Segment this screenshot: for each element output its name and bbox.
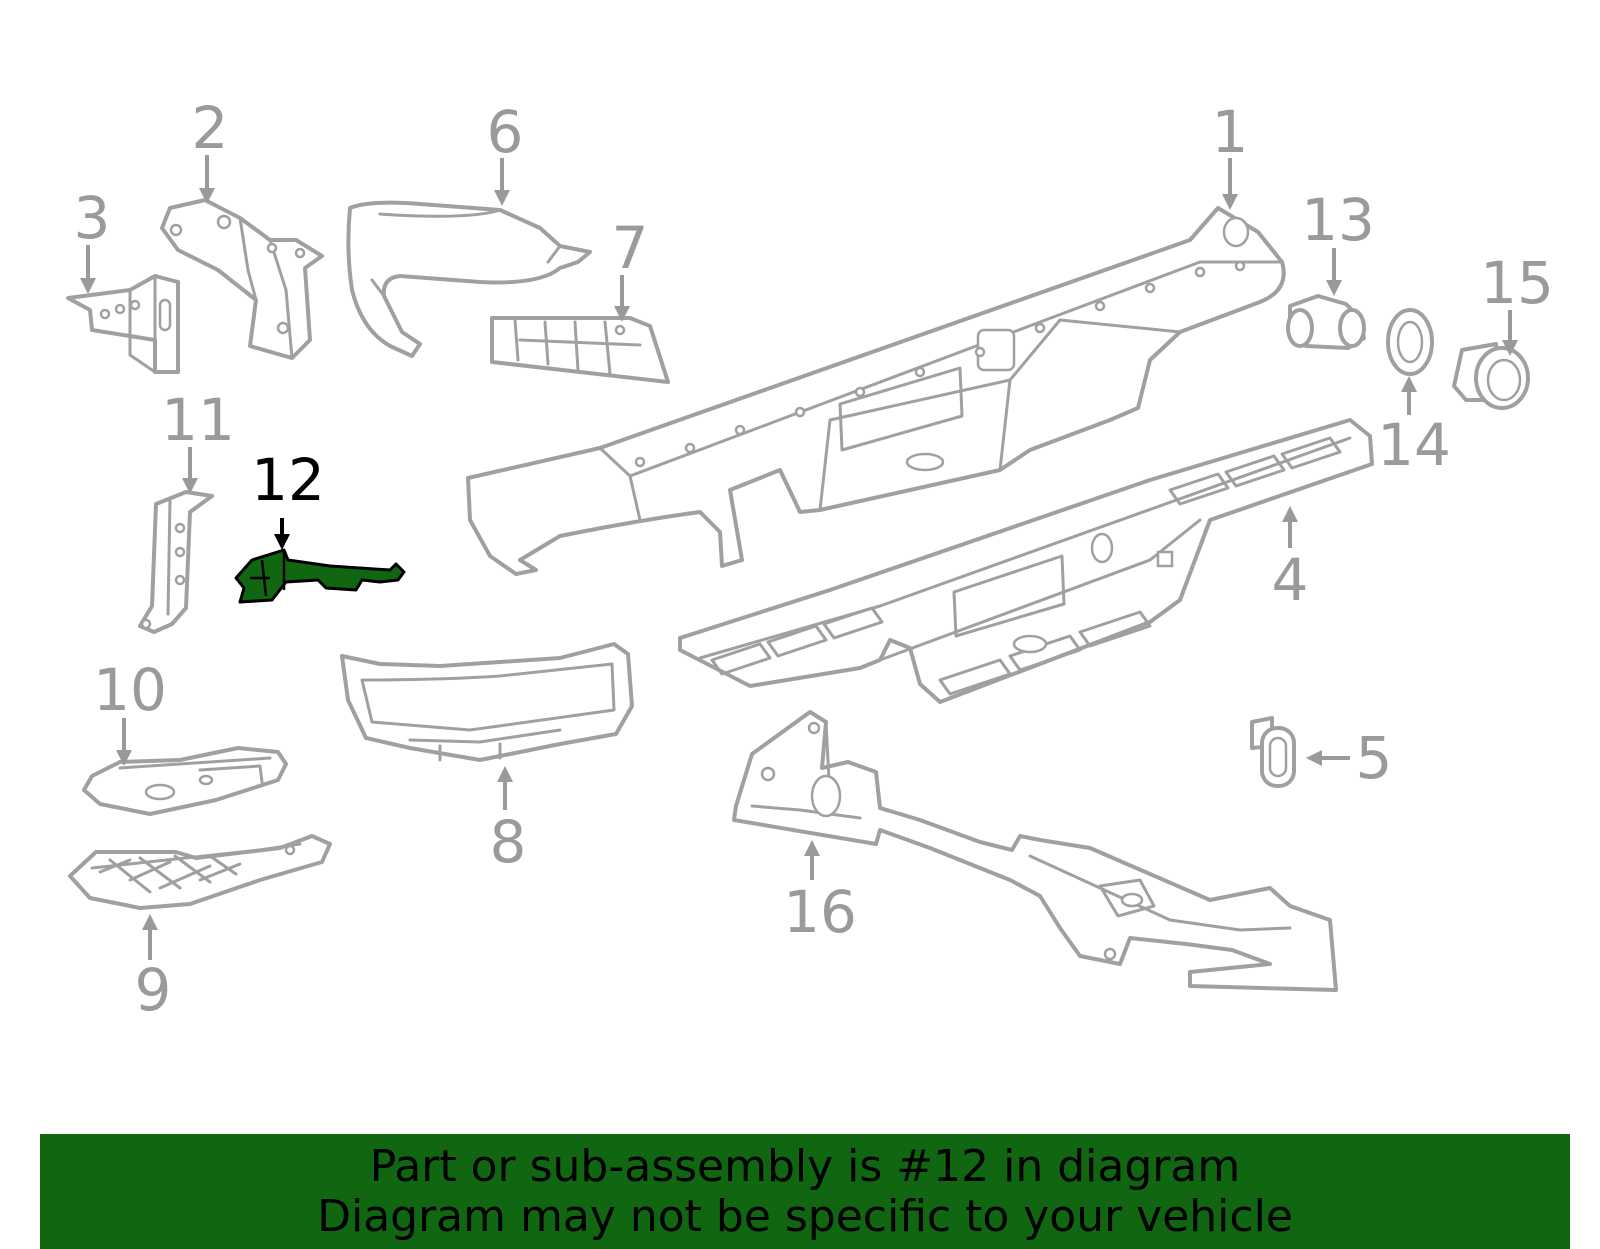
- part-14-grommet: [1386, 308, 1434, 376]
- part-4-step-pad: [678, 418, 1374, 704]
- callout-arrow-16: [804, 840, 820, 880]
- callout-arrow-13: [1326, 248, 1342, 296]
- callout-label-7: 7: [612, 214, 649, 282]
- callout-label-2: 2: [192, 94, 229, 162]
- part-10-pad: [82, 746, 288, 816]
- part-2-bracket: [160, 198, 324, 360]
- callout-label-3: 3: [74, 184, 111, 252]
- callout-label-14: 14: [1377, 411, 1451, 479]
- callout-arrow-14: [1401, 376, 1417, 415]
- callout-label-8: 8: [490, 808, 527, 876]
- callout-arrow-1: [1222, 158, 1238, 210]
- callout-arrow-15: [1502, 310, 1518, 356]
- callout-label-4: 4: [1272, 546, 1309, 614]
- banner-line-disclaimer: Diagram may not be specific to your vehi…: [317, 1190, 1293, 1242]
- callout-label-1: 1: [1212, 98, 1249, 166]
- callout-label-16: 16: [783, 878, 857, 946]
- callout-arrow-3: [80, 245, 96, 294]
- part-15-retainer: [1452, 342, 1530, 410]
- callout-arrow-10: [116, 718, 132, 766]
- part-1-bumper-face-bar: [466, 206, 1286, 576]
- callout-arrow-5: [1306, 750, 1350, 766]
- callout-arrow-8: [497, 766, 513, 810]
- part-16-hitch: [732, 710, 1338, 992]
- callout-arrow-11: [182, 447, 198, 494]
- callout-label-15: 15: [1480, 249, 1554, 317]
- part-6-end-cap: [346, 200, 592, 358]
- part-8-step: [340, 642, 634, 762]
- callout-arrow-12: [274, 518, 290, 550]
- callout-label-12: 12: [251, 446, 325, 514]
- part-5-plug: [1250, 716, 1296, 788]
- part-12-bracket-highlighted: [234, 548, 406, 604]
- part-3-bracket: [66, 274, 180, 374]
- callout-arrow-6: [494, 158, 510, 206]
- callout-label-11: 11: [161, 386, 235, 454]
- callout-arrow-9: [142, 914, 158, 960]
- callout-label-5: 5: [1356, 724, 1393, 792]
- banner-line-part-number: Part or sub-assembly is #12 in diagram: [369, 1140, 1241, 1192]
- part-7-support: [490, 316, 670, 384]
- callout-labels: 1 2 3 4 5 6 7 8 9 10 11 12 13 14 15 16: [74, 94, 1554, 1024]
- callout-label-6: 6: [487, 98, 524, 166]
- callout-arrow-7: [614, 275, 630, 322]
- callout-arrows: [80, 155, 1518, 960]
- part-9-step-plate: [68, 834, 332, 910]
- callout-arrow-2: [199, 155, 215, 204]
- callout-label-9: 9: [135, 956, 172, 1024]
- callout-label-10: 10: [93, 656, 167, 724]
- callout-arrow-4: [1282, 506, 1298, 548]
- part-info-banner: Part or sub-assembly is #12 in diagram D…: [40, 1134, 1570, 1249]
- part-13-sensor: [1286, 294, 1366, 350]
- part-11-bracket: [138, 490, 214, 634]
- callout-label-13: 13: [1301, 186, 1375, 254]
